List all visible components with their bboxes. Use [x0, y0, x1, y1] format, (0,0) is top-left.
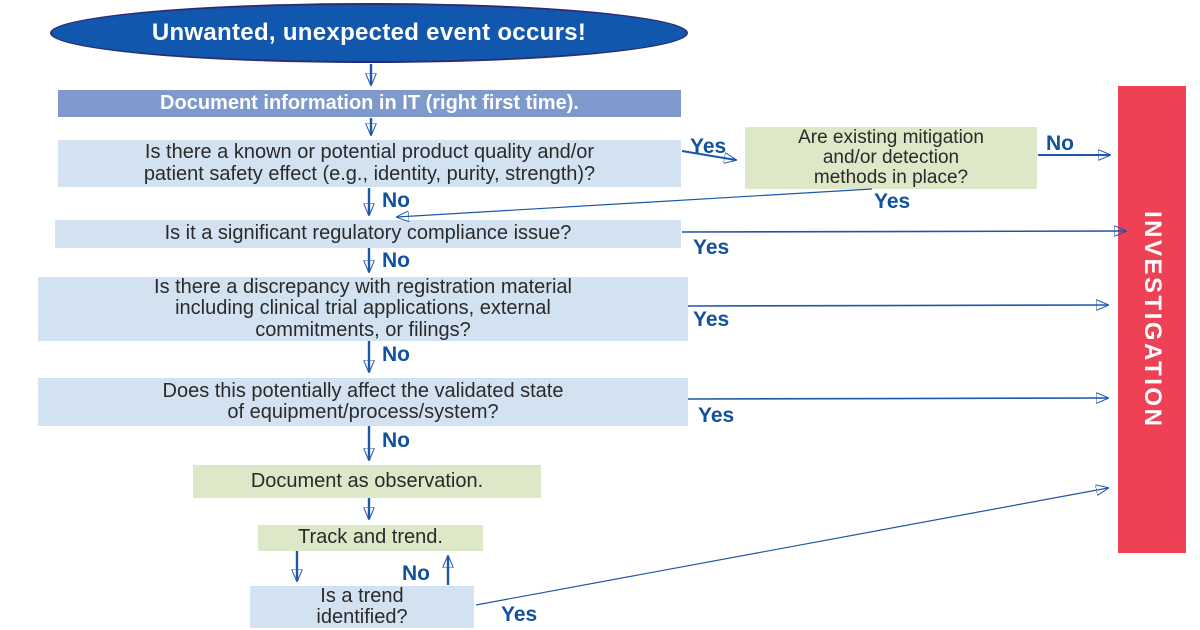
label-no-regulatory: No — [382, 249, 410, 272]
document-observation-box: Document as observation. — [193, 465, 541, 498]
question-validated-state: Does this potentially affect the validat… — [38, 378, 688, 426]
label-no-validated: No — [382, 429, 410, 452]
question-trend-identified: Is a trend identified? — [250, 585, 474, 628]
label-yes-trend: Yes — [501, 603, 538, 626]
label-yes-regulatory: Yes — [693, 236, 730, 259]
question-mitigation-methods: Are existing mitigation and/or detection… — [745, 127, 1037, 189]
arrow-trend-yes-to-investigation — [475, 488, 1108, 606]
start-event-ellipse: Unwanted, unexpected event occurs! — [50, 3, 688, 63]
label-no-trend: No — [402, 562, 430, 585]
question-registration-discrepancy: Is there a discrepancy with registration… — [38, 276, 688, 341]
label-yes-discrepancy: Yes — [693, 308, 730, 331]
arrow-mitigation-yes-to-q2 — [397, 188, 873, 217]
investigation-bar: INVESTIGATION — [1118, 86, 1186, 553]
track-and-trend-box: Track and trend. — [258, 525, 483, 551]
label-yes-mitigation: Yes — [874, 190, 911, 213]
investigation-label: INVESTIGATION — [1138, 210, 1166, 429]
arrow-q2-yes-to-investigation — [681, 231, 1126, 232]
label-no-quality: No — [382, 189, 410, 212]
question-regulatory-compliance: Is it a significant regulatory complianc… — [55, 220, 681, 248]
label-yes-quality: Yes — [690, 135, 727, 158]
arrow-q3-yes-to-investigation — [687, 305, 1108, 306]
label-no-discrepancy: No — [382, 343, 410, 366]
question-product-quality: Is there a known or potential product qu… — [58, 140, 681, 187]
label-no-mitigation: No — [1046, 132, 1074, 155]
label-yes-validated: Yes — [698, 404, 735, 427]
arrow-q4-yes-to-investigation — [687, 398, 1108, 399]
document-it-box: Document information in IT (right first … — [58, 90, 681, 117]
